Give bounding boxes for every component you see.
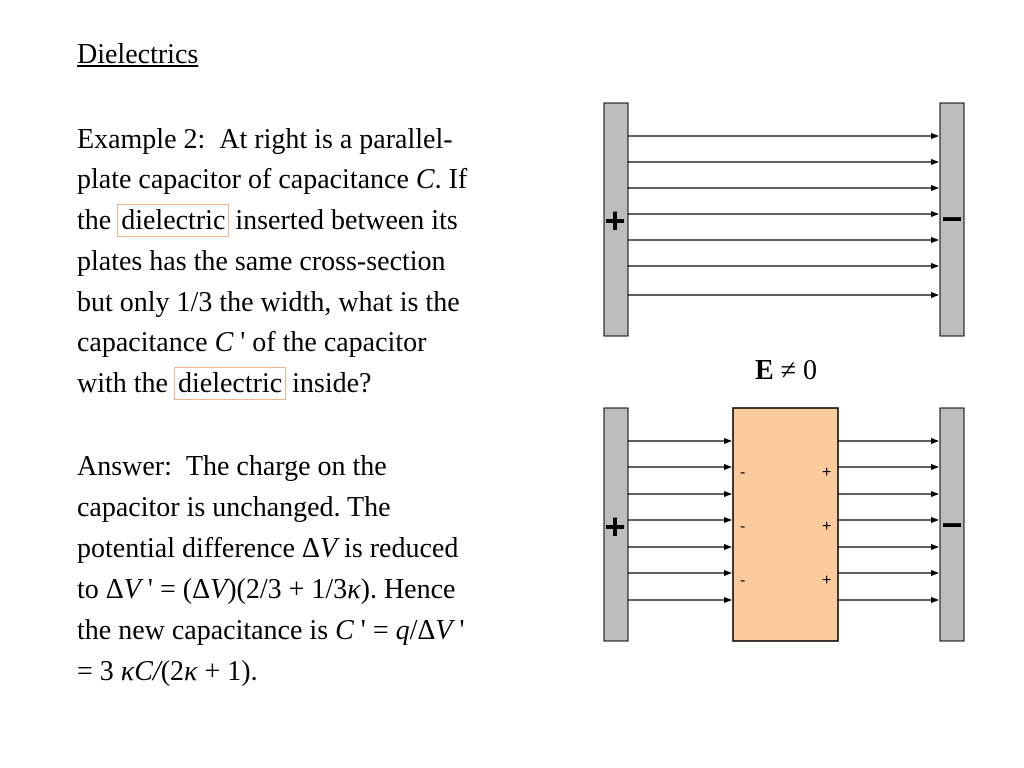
answer-text-4b: ' = (Δ [140, 574, 211, 605]
example-line-6: capacitance C ' of the capacitor [77, 326, 426, 360]
right-plate-top [939, 102, 965, 337]
field-lines-bottom-left [628, 437, 732, 604]
var-q: q [395, 615, 410, 646]
answer-text-5c: /Δ [409, 615, 436, 646]
example-text-3b: inserted between its [228, 205, 458, 236]
left-plate-bottom [603, 407, 629, 642]
example-line-2: plate capacitor of capacitance C. If [77, 163, 467, 197]
induced-positive-charge: + [822, 572, 831, 589]
answer-line-3: potential difference ΔV is reduced [77, 532, 458, 566]
plus-sign-top: + [604, 200, 625, 241]
capacitor-empty: + − [603, 102, 965, 337]
right-plate-bottom [939, 407, 965, 642]
example-text-1: At right is a parallel- [219, 124, 453, 155]
example-line-7: with the dielectric inside? [77, 367, 371, 401]
answer-line-6: = 3 κC/(2κ + 1). [77, 655, 258, 689]
var-V: V [319, 533, 338, 564]
answer-text-6c: + 1). [197, 656, 258, 687]
answer-text-4a: to Δ [77, 574, 124, 605]
var-kappa-C: κC/ [120, 656, 161, 687]
example-text-2b: . If [434, 164, 468, 195]
answer-text-5a: the new capacitance is [77, 615, 336, 646]
induced-negative-charge: - [740, 572, 745, 589]
answer-text-4d: ). Hence [360, 574, 456, 605]
example-line-4: plates has the same cross-section [77, 246, 446, 277]
induced-negative-charge: - [740, 464, 745, 481]
induced-positive-charge: + [822, 464, 831, 481]
answer-text-6a: = 3 [77, 656, 121, 687]
induced-charges: - + - + - + [740, 464, 831, 589]
example-text-6a: capacitance [77, 327, 215, 358]
induced-positive-charge: + [822, 518, 831, 535]
answer-text-3b: is reduced [337, 533, 459, 564]
dielectric-slab [732, 407, 839, 642]
answer-text-3a: potential difference Δ [77, 533, 320, 564]
var-C: C [415, 164, 435, 195]
var-kappa: κ [347, 574, 361, 605]
highlight-dielectric-1: dielectric [117, 204, 230, 237]
plus-sign-bottom: + [604, 506, 625, 547]
answer-text-6b: (2 [160, 656, 185, 687]
answer-text-5d: ' [452, 615, 465, 646]
answer-text-1: The charge on the [185, 451, 387, 482]
field-label: E ≠ 0 [755, 355, 817, 386]
example-text-7b: inside? [285, 368, 372, 399]
field-lines-bottom-right [838, 437, 939, 604]
example-text-2a: plate capacitor of capacitance [77, 164, 416, 195]
answer-text-5b: ' = [353, 615, 396, 646]
var-V-2: V [210, 574, 228, 605]
var-C-prime: C [214, 327, 234, 358]
var-C-new: C [335, 615, 354, 646]
example-label: Example 2: [77, 124, 206, 155]
answer-line-2: capacitor is unchanged. The [77, 492, 391, 523]
left-plate-top [603, 102, 629, 337]
answer-line-1: Answer: The charge on the [77, 450, 387, 484]
example-line-5: but only 1/3 the width, what is the [77, 287, 460, 318]
answer-label: Answer: [77, 451, 172, 482]
answer-line-5: the new capacitance is C ' = q/ΔV ' [77, 614, 465, 648]
field-lines-top [628, 132, 939, 299]
minus-sign-top: − [941, 198, 962, 239]
slide-title: Dielectrics [77, 39, 199, 70]
var-V-prime: V [123, 574, 141, 605]
capacitor-with-dielectric: - + - + - + + − [603, 407, 965, 642]
answer-text-4c: )(2/3 + 1/3 [227, 574, 348, 605]
example-text-6b: ' of the capacitor [233, 327, 427, 358]
field-label-E: E [755, 355, 774, 386]
induced-negative-charge: - [740, 518, 745, 535]
example-line-3: the dielectric inserted between its [77, 204, 458, 238]
var-kappa-2: κ [184, 656, 198, 687]
example-line-1: Example 2: At right is a parallel- [77, 123, 453, 157]
var-V-prime-2: V [435, 615, 453, 646]
highlight-dielectric-2: dielectric [174, 367, 287, 400]
minus-sign-bottom: − [941, 504, 962, 545]
example-text-7a: with the [77, 368, 175, 399]
field-label-rest: ≠ 0 [774, 355, 817, 386]
answer-line-4: to ΔV ' = (ΔV)(2/3 + 1/3κ). Hence [77, 573, 455, 607]
example-text-3a: the [77, 205, 119, 236]
